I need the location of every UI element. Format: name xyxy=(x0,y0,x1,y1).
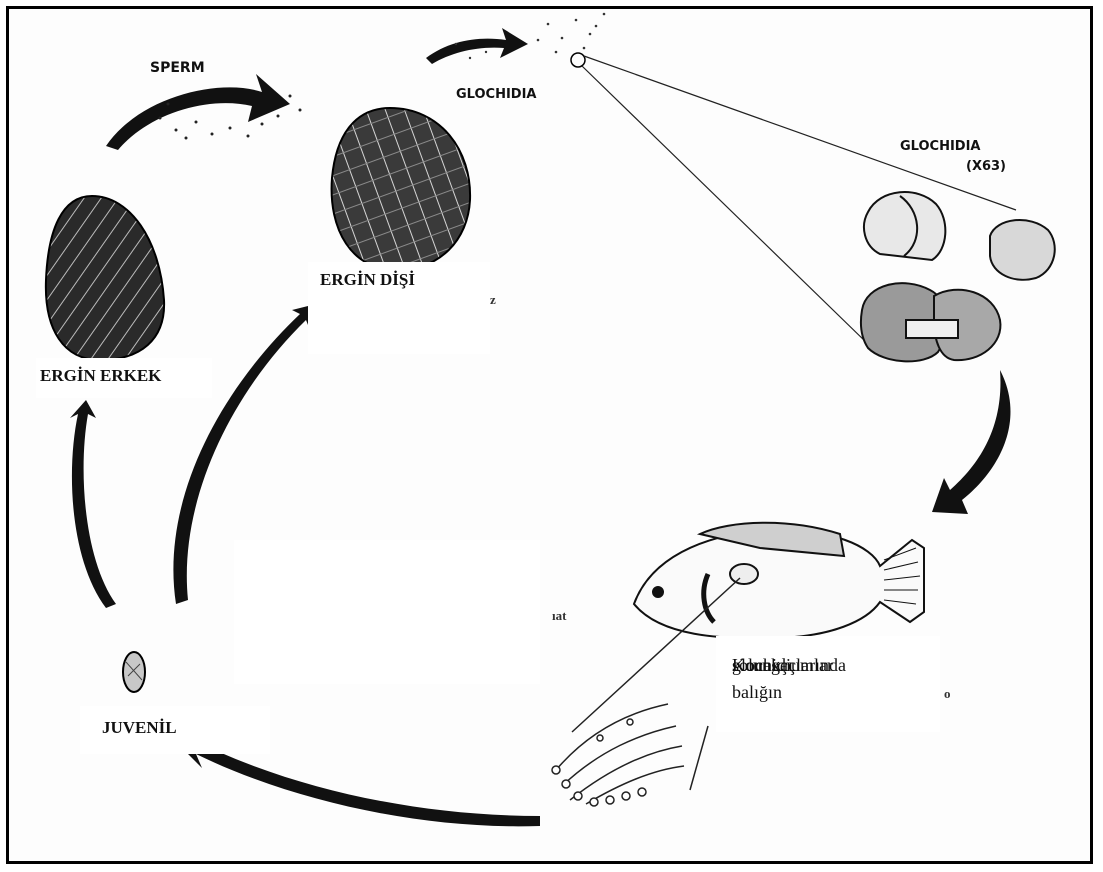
blank-label-box xyxy=(234,540,540,684)
arrow-to-fish xyxy=(932,370,1010,514)
juvenile-label: JUVENİL xyxy=(102,718,177,738)
arrow-to-male xyxy=(70,400,116,608)
host-fish xyxy=(634,523,924,639)
adult-female-label-box: ERGİN DİŞİ xyxy=(308,262,490,354)
fragment-near-female: z xyxy=(490,292,496,308)
glochidia-magnified-label: GLOCHIDIA xyxy=(900,139,981,154)
adult-male-label-box: ERGİN ERKEK xyxy=(36,358,212,398)
juvenile-label-box: JUVENİL xyxy=(80,706,270,754)
fragment-near-fish: o xyxy=(944,686,951,702)
sperm-arrow xyxy=(106,74,302,150)
adult-male-label: ERGİN ERKEK xyxy=(40,366,161,386)
adult-male-mussel xyxy=(46,196,164,360)
sperm-label: SPERM xyxy=(150,60,205,76)
glochidia-arrow xyxy=(426,13,605,67)
fish-caption-line-3: glochidiumlar xyxy=(732,652,833,679)
glochidia-magnification-label: (X63) xyxy=(966,159,1006,174)
juvenile-mussel xyxy=(123,652,145,692)
glochidia-label: GLOCHIDIA xyxy=(456,87,537,102)
fish-caption-box: Konakçı balığın solungaçlarında glochidi… xyxy=(716,636,940,732)
fragment-near-blank: ıat xyxy=(552,608,566,624)
adult-female-mussel xyxy=(332,108,471,270)
glochidia-magnified-illustration xyxy=(861,192,1055,361)
adult-female-label: ERGİN DİŞİ xyxy=(320,270,415,290)
